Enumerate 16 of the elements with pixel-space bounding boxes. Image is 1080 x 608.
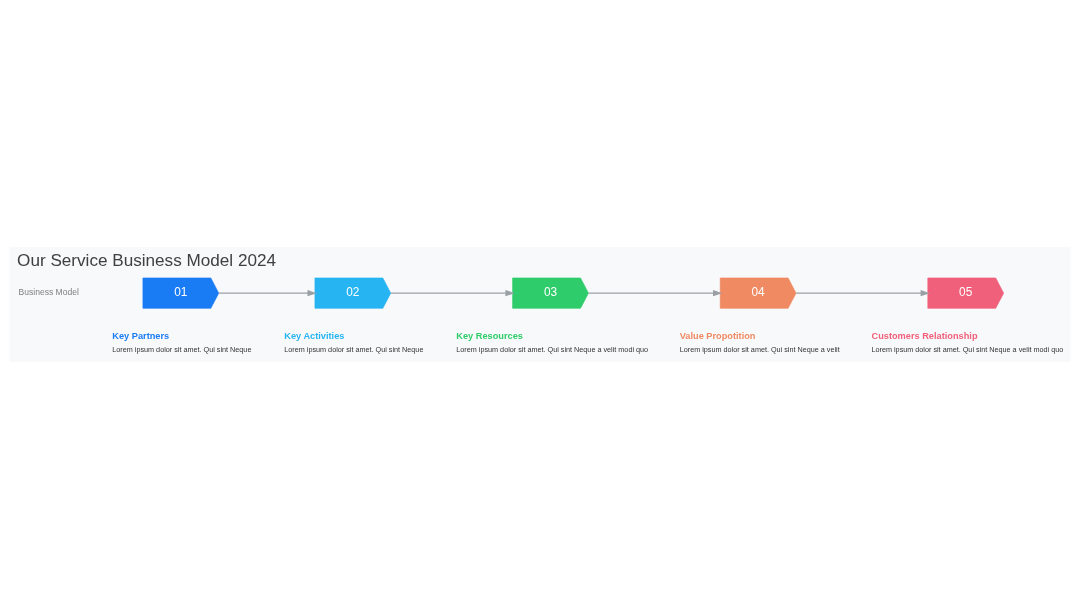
node-label: Lorem ipsum dolor sit amet. Qui sint Neque a velit modi quo: [456, 344, 649, 354]
diagram-title: Our Service Business Model 2024: [17, 249, 277, 270]
arrow: [587, 289, 723, 296]
node-label: Lorem ipsum dolor sit amet. Qui sint Neque: [284, 344, 424, 354]
arrow: [218, 289, 317, 296]
node-label: Key Activities: [284, 330, 345, 341]
node-label: Lorem ipsum dolor sit amet. Qui sint Neque: [112, 344, 252, 354]
arrow: [795, 289, 930, 296]
node-label: Lorem ipsum dolor sit amet. Qui sint Neque a velit modi quo: [871, 344, 1064, 354]
arrow: [390, 289, 515, 296]
node-label: Customers Relationship: [871, 330, 978, 341]
label: Business Model: [18, 286, 79, 297]
node-label: Key Partners: [112, 330, 170, 341]
node-label: Value Propotition: [679, 330, 756, 341]
node-label: Key Resources: [456, 330, 523, 341]
node-label: Lorem ipsum dolor sit amet. Qui sint Neque a velit: [679, 344, 840, 354]
